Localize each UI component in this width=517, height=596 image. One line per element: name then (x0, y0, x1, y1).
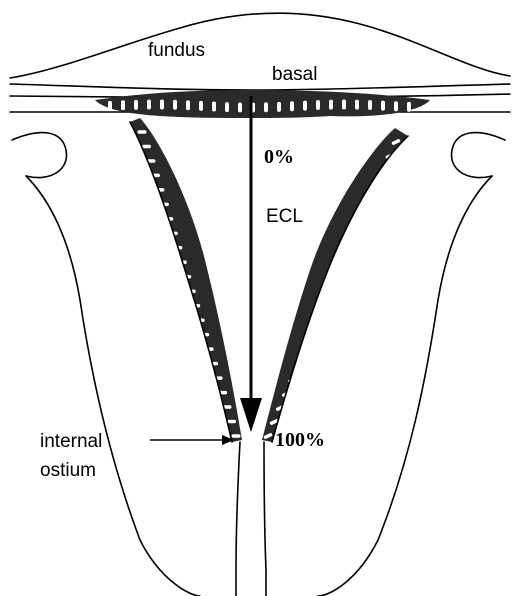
gland-notch (225, 102, 229, 112)
gland-notch (373, 181, 383, 188)
gland-notch (300, 349, 310, 356)
label-hundred-percent: 100% (275, 429, 325, 451)
gland-notch (121, 100, 125, 110)
gland-notch (324, 293, 334, 300)
label-fundus: fundus (148, 40, 205, 61)
gland-notch (134, 100, 138, 110)
left-endometrial-wall (130, 118, 242, 442)
gland-notch (186, 100, 190, 110)
gland-notch (264, 102, 268, 112)
gland-notch (361, 209, 371, 216)
gland-notch (316, 100, 320, 110)
gland-notch (138, 130, 147, 134)
gland-notch (108, 101, 112, 111)
gland-notch (212, 102, 216, 112)
gland-notch (336, 265, 346, 272)
gland-notch (318, 307, 328, 314)
gland-notch (173, 100, 177, 110)
label-ecl: ECL (266, 206, 303, 227)
gland-notch (277, 102, 281, 112)
gland-notch (407, 102, 411, 112)
gland-notch (330, 279, 340, 286)
label-internal: internal (40, 431, 102, 452)
gland-notch (367, 195, 377, 202)
label-basal: basal (272, 64, 317, 85)
gland-notch (355, 223, 365, 230)
gland-notch (342, 251, 352, 258)
gland-notch (290, 101, 294, 111)
ecl-arrow (240, 96, 262, 432)
gland-notch (306, 335, 316, 342)
gland-notch (342, 100, 346, 110)
gland-notch (142, 145, 151, 149)
gland-notch (381, 101, 385, 111)
gland-notch (227, 420, 236, 424)
gland-notch (394, 101, 398, 111)
label-ostium: ostium (40, 460, 96, 481)
gland-notch (355, 100, 359, 110)
gland-notch (329, 100, 333, 110)
gland-notch (214, 376, 223, 380)
internal-ostium-pointer (150, 435, 234, 445)
gland-notch (238, 102, 242, 112)
gland-notch (232, 434, 241, 438)
gland-notch (199, 101, 203, 111)
basal-endometrium-band (95, 90, 430, 118)
gland-notch (160, 100, 164, 110)
gland-notch (368, 100, 372, 110)
gland-notch (312, 321, 322, 328)
gland-notch (349, 237, 359, 244)
gland-notch (147, 100, 151, 110)
gland-notch (303, 101, 307, 111)
label-zero-percent: 0% (264, 146, 294, 168)
right-endometrial-wall (262, 128, 408, 442)
